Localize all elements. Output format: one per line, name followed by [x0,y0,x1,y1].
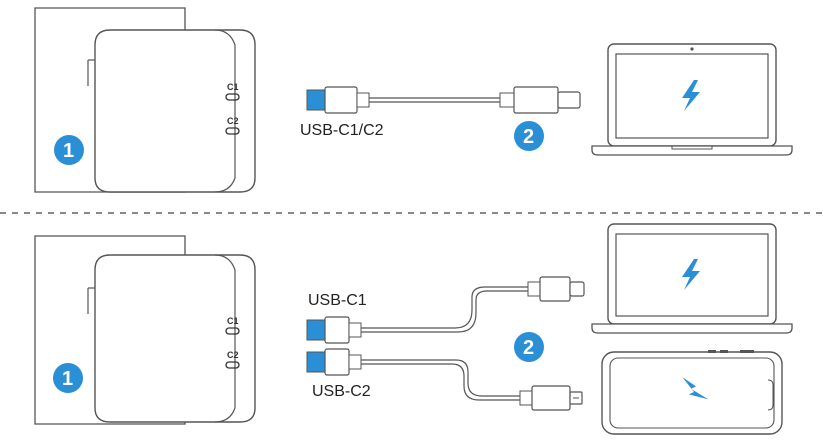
port-c1 [225,93,240,101]
cable-1-label: USB-C1 [308,292,367,309]
port-c2-label: C2 [227,350,239,360]
port-c1-label: C1 [227,316,239,326]
charger: C1 C2 [87,254,256,423]
top-panel: C1 C2 1 USB-C1/C2 2 [34,7,793,193]
charger: C1 C2 [87,29,256,193]
usb-c-cable [306,86,581,114]
port-c1-label: C1 [227,82,239,92]
step-1-badge: 1 [53,363,83,393]
cable-label: USB-C1/C2 [300,122,384,139]
phone [601,350,783,435]
port-c1 [225,327,240,335]
lightning-bolt-icon [682,259,700,290]
step-1-badge: 1 [54,135,84,165]
bottom-panel: C1 C2 1 USB-C1 USB-C2 [34,223,793,435]
svg-text:1: 1 [63,140,74,162]
laptop [591,223,793,334]
lightning-bolt-icon [682,377,709,400]
laptop [591,43,793,156]
port-c2-label: C2 [227,116,239,126]
step-2-badge: 2 [514,332,544,362]
svg-text:2: 2 [523,337,534,359]
usb-c-cable-1 [306,276,585,344]
svg-text:1: 1 [62,368,73,390]
port-c2 [225,127,240,135]
port-c2 [225,361,240,369]
step-2-badge: 2 [514,121,544,151]
usb-c-cable-2 [306,348,583,411]
svg-text:2: 2 [523,126,534,148]
lightning-bolt-icon [682,80,700,111]
cable-2-label: USB-C2 [312,383,371,400]
